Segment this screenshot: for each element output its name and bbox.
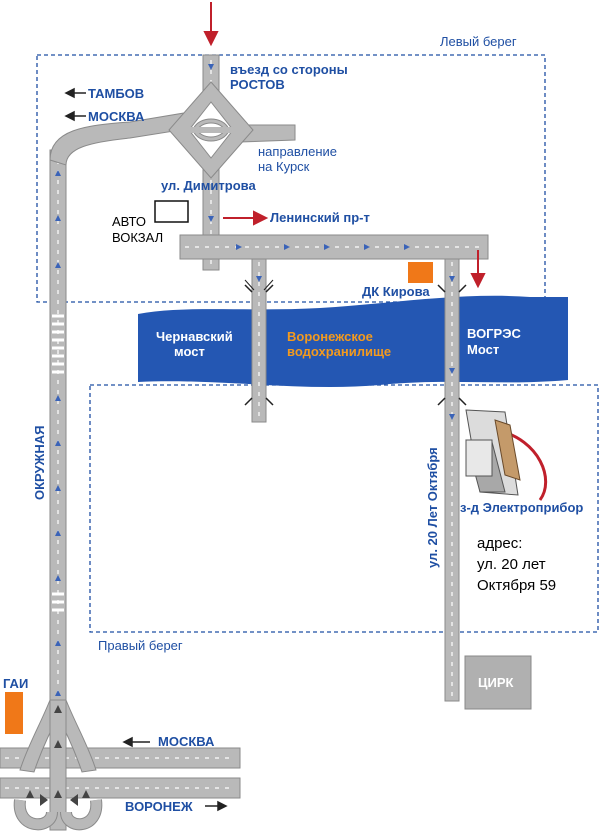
reservoir-label-line2: водохранилище <box>287 344 391 359</box>
factory-building <box>465 409 548 501</box>
address-line3: Октября 59 <box>477 577 556 594</box>
address-line1: адрес: <box>477 535 522 552</box>
left-bank-frame <box>36 54 546 303</box>
kursk-label-line2: на Курск <box>258 159 310 174</box>
gai-label: ГАИ <box>3 676 28 691</box>
red-arrows <box>203 2 486 289</box>
leninsky-label: Ленинский пр-т <box>270 210 370 225</box>
moskva-bottom-label: МОСКВА <box>158 734 215 749</box>
bottom-arrows <box>26 705 90 806</box>
tsirk-building <box>464 655 532 710</box>
avtovokzal-label-line1: АВТО <box>112 214 146 229</box>
avtovokzal-building <box>154 200 189 223</box>
voronezh-label: ВОРОНЕЖ <box>125 799 193 814</box>
tsirk-label: ЦИРК <box>478 675 514 690</box>
direction-arrows <box>64 87 228 812</box>
bridge-markers <box>244 279 467 406</box>
okruzhnaya-crossing <box>52 314 64 612</box>
left-bank-label: Левый берег <box>440 34 517 49</box>
gai-post <box>5 692 23 734</box>
interchange-bottom <box>0 699 241 831</box>
dk-kirova-label: ДК Кирова <box>362 284 430 299</box>
moskva-top-label: МОСКВА <box>88 109 145 124</box>
reservoir <box>138 295 568 387</box>
dk-kirova-building <box>408 262 433 283</box>
chernavsky-label-line1: Чернавский <box>156 329 233 344</box>
right-bank-label: Правый берег <box>98 638 183 653</box>
interchange-top <box>168 81 254 179</box>
rostov-label-line1: въезд со стороны <box>230 62 348 77</box>
october-road <box>444 258 460 702</box>
vogres-label-line1: ВОГРЭС <box>467 326 521 341</box>
reservoir-label-line1: Воронежское <box>287 329 373 344</box>
october-label: ул. 20 Лет Октября <box>425 447 440 568</box>
chernavsky-label-line2: мост <box>174 344 205 359</box>
rostov-label-line2: РОСТОВ <box>230 77 285 92</box>
kursk-label-line1: направление <box>258 144 337 159</box>
dimitrova-label: ул. Димитрова <box>161 178 256 193</box>
tambov-label: ТАМБОВ <box>88 86 144 101</box>
factory-label: з-д Электроприбор <box>460 500 583 515</box>
avtovokzal-label-line2: ВОКЗАЛ <box>112 230 163 245</box>
flow-arrows <box>55 64 455 696</box>
chernavsky-bridge <box>251 258 267 423</box>
okruzhnaya-label: ОКРУЖНАЯ <box>32 425 47 500</box>
address-line2: ул. 20 лет <box>477 556 546 573</box>
vogres-label-line2: Мост <box>467 342 499 357</box>
